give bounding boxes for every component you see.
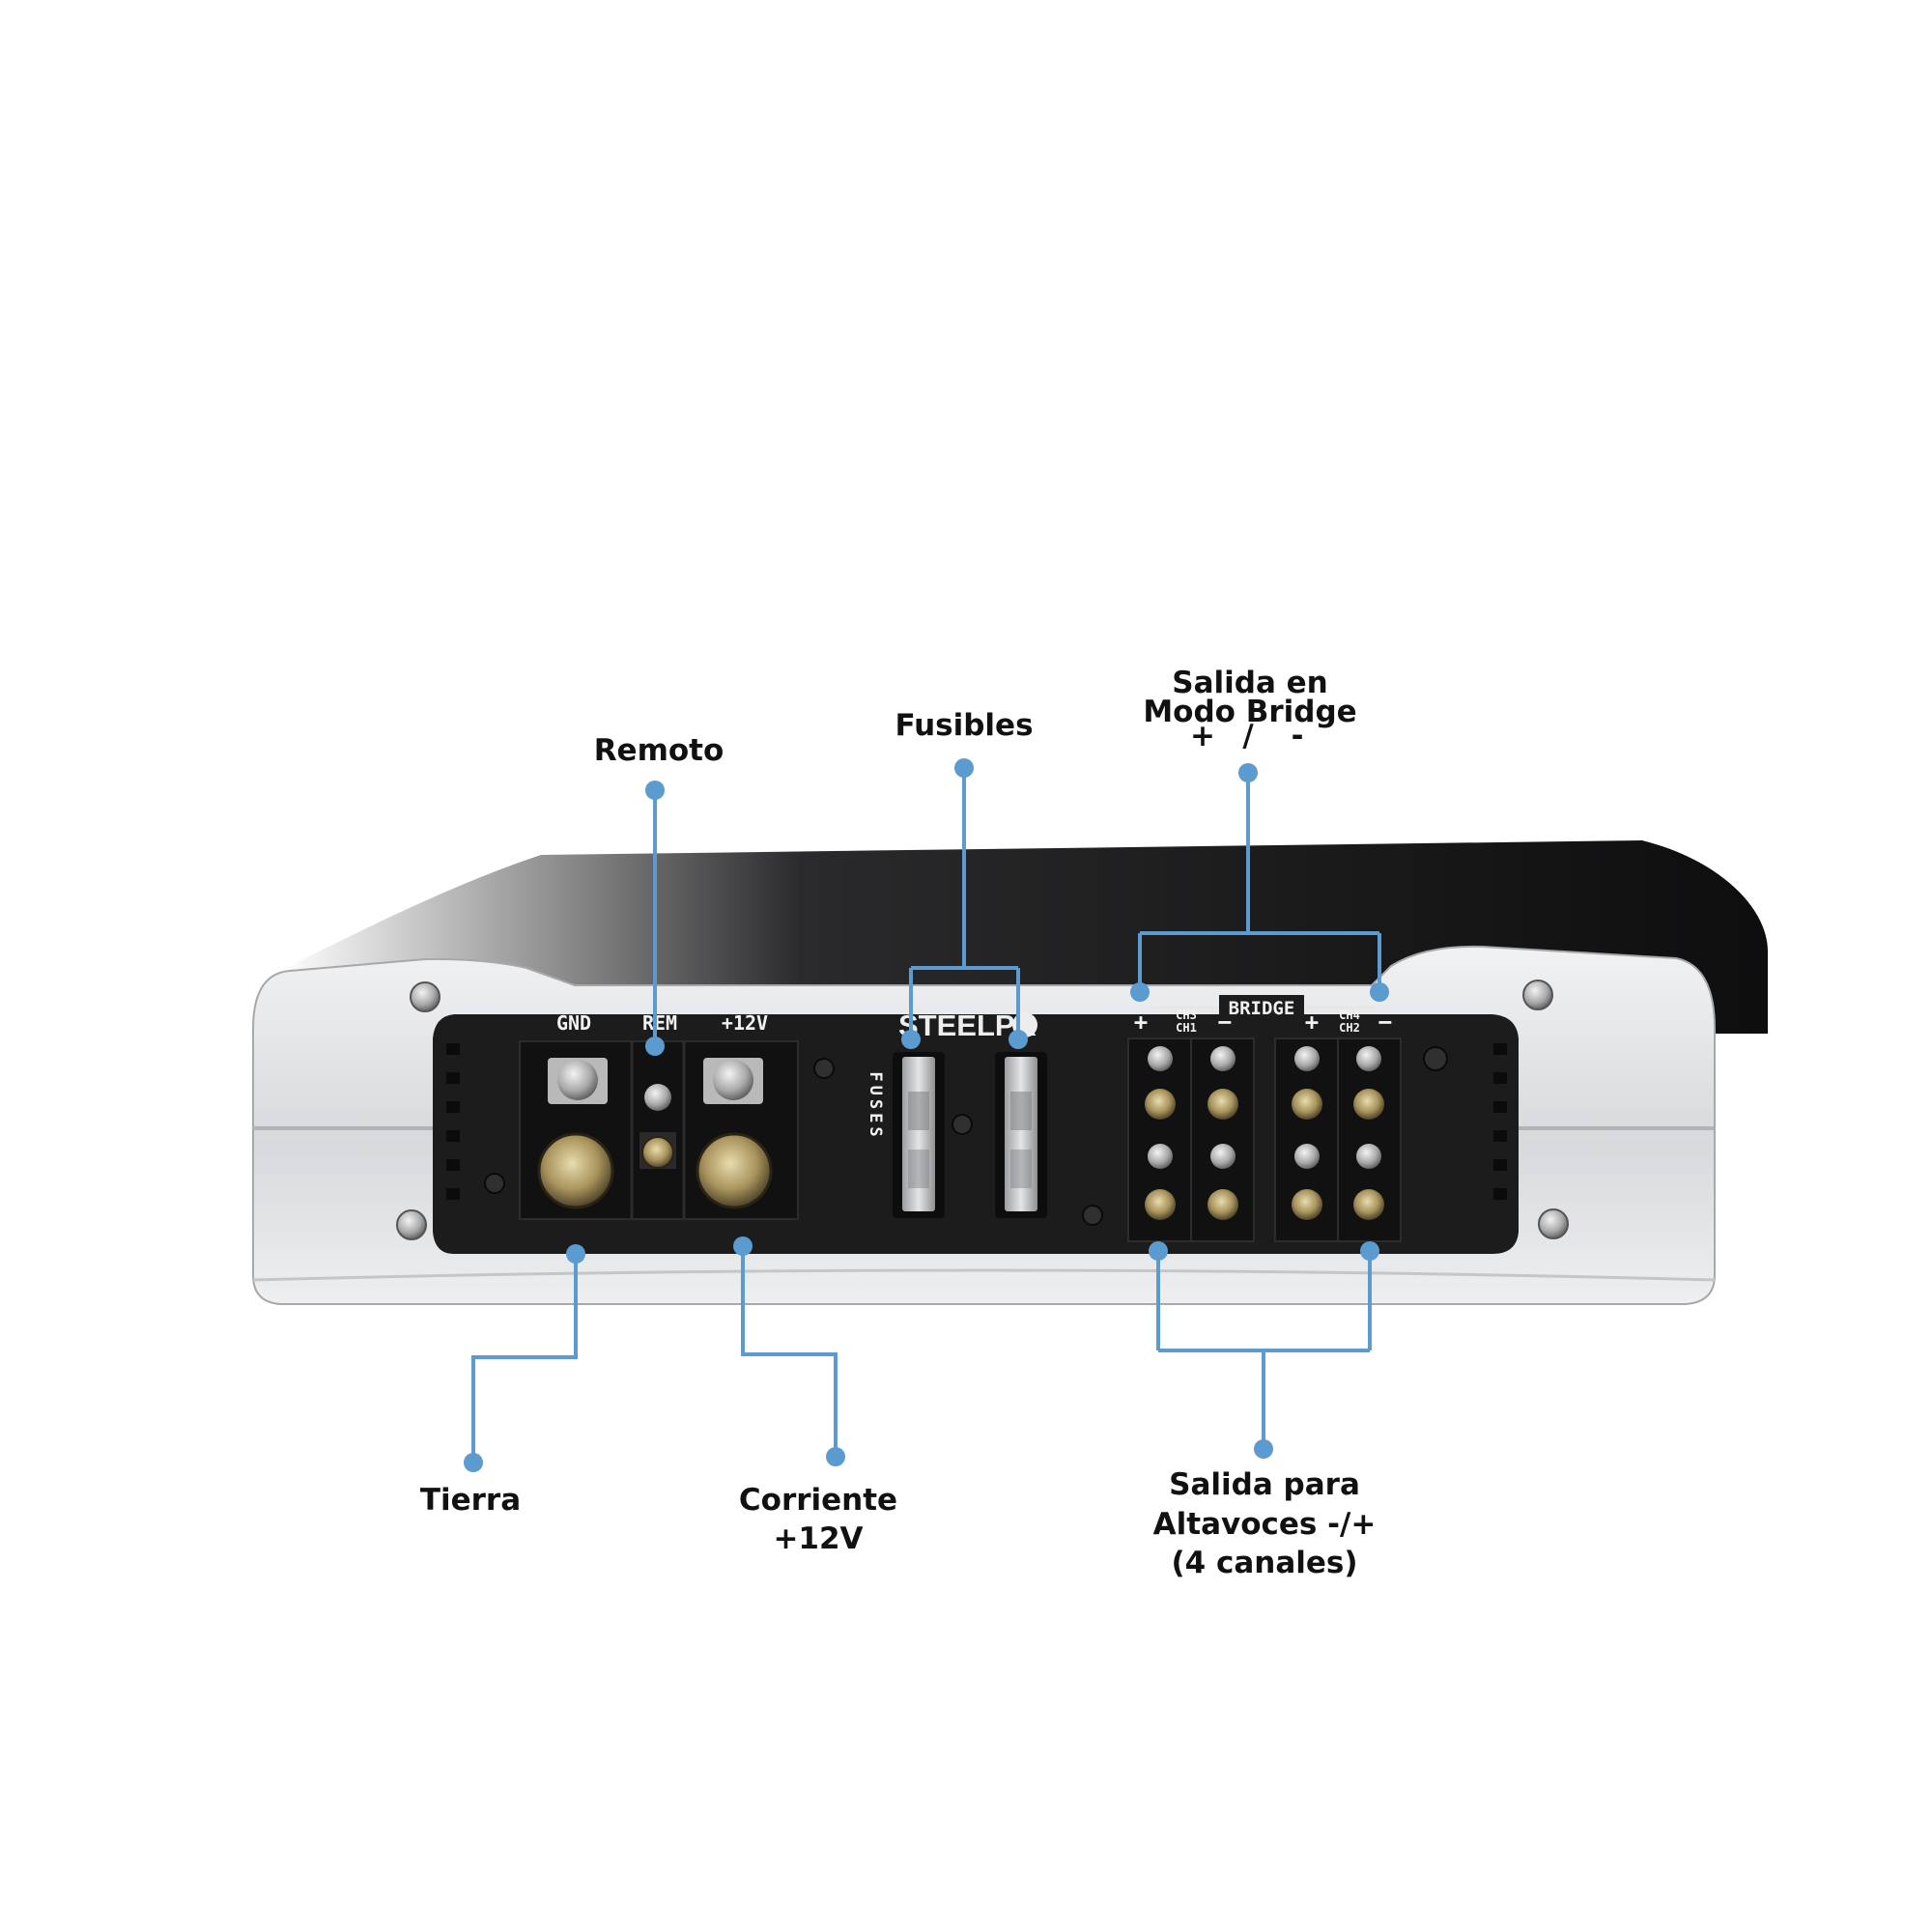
leader-dot — [1149, 1241, 1168, 1261]
callout-tierra: Tierra — [420, 1483, 521, 1518]
leader-fusibles — [909, 768, 1020, 1039]
callout-bridge-line1: Salida en — [1172, 666, 1328, 700]
leader-dot — [826, 1447, 845, 1466]
leader-dot — [954, 758, 974, 778]
left-minus-label: − — [1218, 1009, 1232, 1036]
right-ch-bottom-label: CH2 — [1339, 1021, 1360, 1035]
panel-screw — [1082, 1205, 1103, 1226]
leader-dot — [566, 1244, 585, 1264]
bridge-label: BRIDGE — [1229, 998, 1295, 1019]
callout-leaders — [464, 758, 1389, 1472]
speaker-screw — [1148, 1144, 1173, 1169]
callout-bridge-slash: / — [1242, 719, 1254, 753]
left-ch-top-label: CH3 — [1176, 1009, 1197, 1022]
speaker-terminal-block-left — [1127, 1037, 1255, 1242]
amplifier-body: GND REM +12V STEELPR FUSES — [252, 840, 1768, 1305]
leader-dot — [1360, 1241, 1379, 1261]
leader-dot — [1238, 763, 1258, 782]
rem-label: REM — [642, 1011, 677, 1035]
speaker-terminal[interactable] — [1292, 1189, 1322, 1220]
left-plus-label: + — [1134, 1009, 1148, 1036]
speaker-terminal[interactable] — [1353, 1189, 1384, 1220]
panel-screw — [952, 1114, 973, 1135]
speaker-screw — [1148, 1046, 1173, 1071]
v12-label: +12V — [722, 1011, 768, 1035]
panel-screw — [1423, 1046, 1448, 1071]
housing-screw-top-left — [410, 981, 440, 1012]
housing-screw-top-right — [1522, 980, 1553, 1010]
right-ch-top-label: CH4 — [1339, 1009, 1360, 1022]
leader-tierra — [471, 1254, 578, 1463]
speaker-screw — [1294, 1046, 1320, 1071]
housing-screw-bottom-left — [396, 1209, 427, 1240]
callout-corriente-line1: Corriente — [739, 1483, 897, 1518]
speaker-terminal[interactable] — [1145, 1189, 1176, 1220]
speaker-terminal[interactable] — [1208, 1089, 1238, 1120]
gnd-screw-head — [557, 1060, 598, 1100]
right-plus-label: + — [1305, 1009, 1319, 1036]
callout-altavoces-line3: (4 canales) — [1171, 1546, 1357, 1580]
housing-screw-bottom-right — [1538, 1208, 1569, 1239]
callout-corriente-line2: +12V — [773, 1521, 863, 1556]
rem-screw-head — [644, 1084, 671, 1111]
v12-terminal[interactable] — [696, 1132, 773, 1209]
leader-bridge — [1138, 773, 1381, 992]
leader-dot — [645, 1037, 665, 1056]
callout-bridge-plus: + — [1190, 719, 1215, 753]
leader-dot — [1009, 1030, 1028, 1049]
leader-dot — [1370, 982, 1389, 1002]
callout-bridge-minus: - — [1292, 719, 1304, 753]
callout-altavoces-line2: Altavoces -/+ — [1153, 1507, 1377, 1542]
fuse-left[interactable] — [893, 1052, 945, 1218]
callout-fusibles: Fusibles — [895, 708, 1033, 743]
panel-vents — [446, 1043, 1507, 1200]
fuses-label: FUSES — [866, 1071, 885, 1140]
callout-bridge-line2: Modo Bridge — [1143, 695, 1356, 729]
leader-corriente — [741, 1246, 838, 1457]
callout-altavoces-line1: Salida para — [1169, 1467, 1360, 1502]
callout-labels: Remoto Fusibles Salida en Modo Bridge + … — [420, 666, 1376, 1580]
leader-altavoces — [1156, 1251, 1372, 1449]
gnd-label: GND — [556, 1011, 591, 1035]
speaker-terminal[interactable] — [1145, 1089, 1176, 1120]
fuse-right[interactable] — [995, 1052, 1047, 1218]
rem-terminal[interactable] — [641, 1136, 674, 1169]
leader-dot — [1130, 982, 1150, 1002]
leader-dot — [464, 1453, 483, 1472]
speaker-screw — [1210, 1144, 1236, 1169]
speaker-screw — [1210, 1046, 1236, 1071]
speaker-terminal[interactable] — [1208, 1189, 1238, 1220]
leader-dot — [901, 1030, 921, 1049]
leader-dot — [733, 1236, 753, 1256]
v12-screw-head — [713, 1060, 753, 1100]
panel-screw — [484, 1173, 505, 1194]
speaker-terminal[interactable] — [1353, 1089, 1384, 1120]
speaker-screw — [1356, 1046, 1381, 1071]
left-ch-bottom-label: CH1 — [1176, 1021, 1197, 1035]
right-minus-label: − — [1378, 1009, 1392, 1036]
speaker-screw — [1294, 1144, 1320, 1169]
speaker-terminal-block-right — [1274, 1037, 1402, 1242]
leader-dot — [645, 781, 665, 800]
speaker-terminal[interactable] — [1292, 1089, 1322, 1120]
power-terminal-block: GND REM +12V — [519, 1011, 799, 1220]
housing-bottom-lip — [252, 1268, 1716, 1282]
speaker-screw — [1356, 1144, 1381, 1169]
panel-screw — [813, 1058, 835, 1079]
callout-remoto: Remoto — [594, 733, 724, 768]
leader-dot — [1254, 1439, 1273, 1459]
gnd-terminal[interactable] — [537, 1132, 614, 1209]
